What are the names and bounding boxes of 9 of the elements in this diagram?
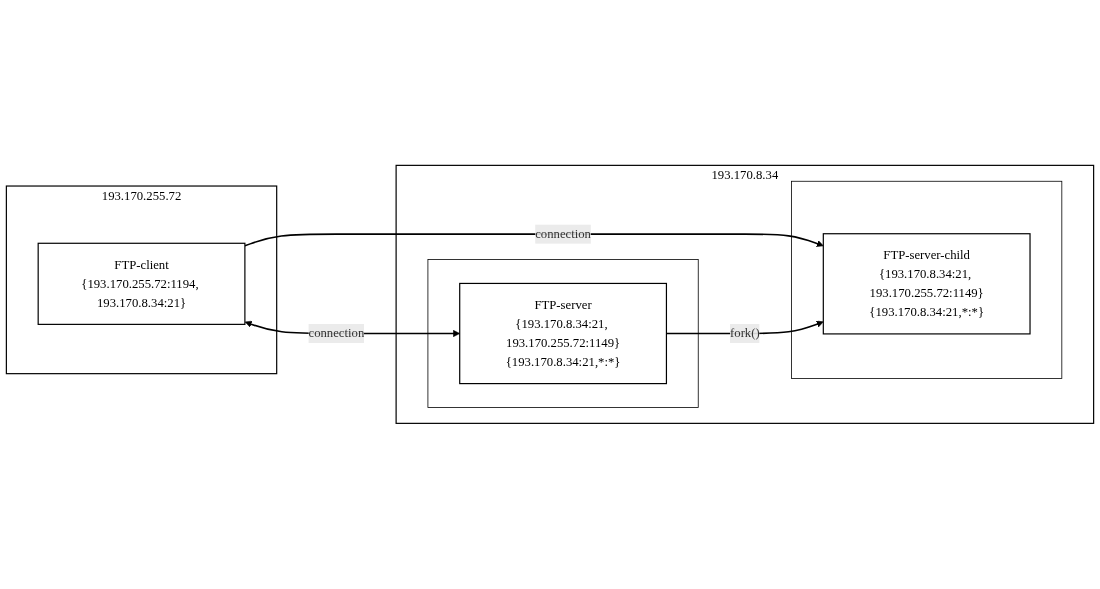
node-box: FTP-client {193.170.255.72:1194, 193.170.8.34:21}: [37, 242, 246, 326]
arrow: [244, 233, 824, 248]
cluster: [791, 181, 1063, 379]
edge-label: fork(): [730, 326, 760, 341]
edge-label: connection: [308, 326, 365, 341]
cluster: [427, 259, 699, 408]
node-box: FTP-server {193.170.8.34:21, 193.170.255.72:1149} {193.170.8.34:21,*:*}: [459, 282, 668, 385]
edge-label: connection: [535, 227, 591, 241]
node-box: FTP-server-child {193.170.8.34:21, 193.170.255.72:1149} {193.170.8.34:21,*:*}: [822, 233, 1031, 335]
